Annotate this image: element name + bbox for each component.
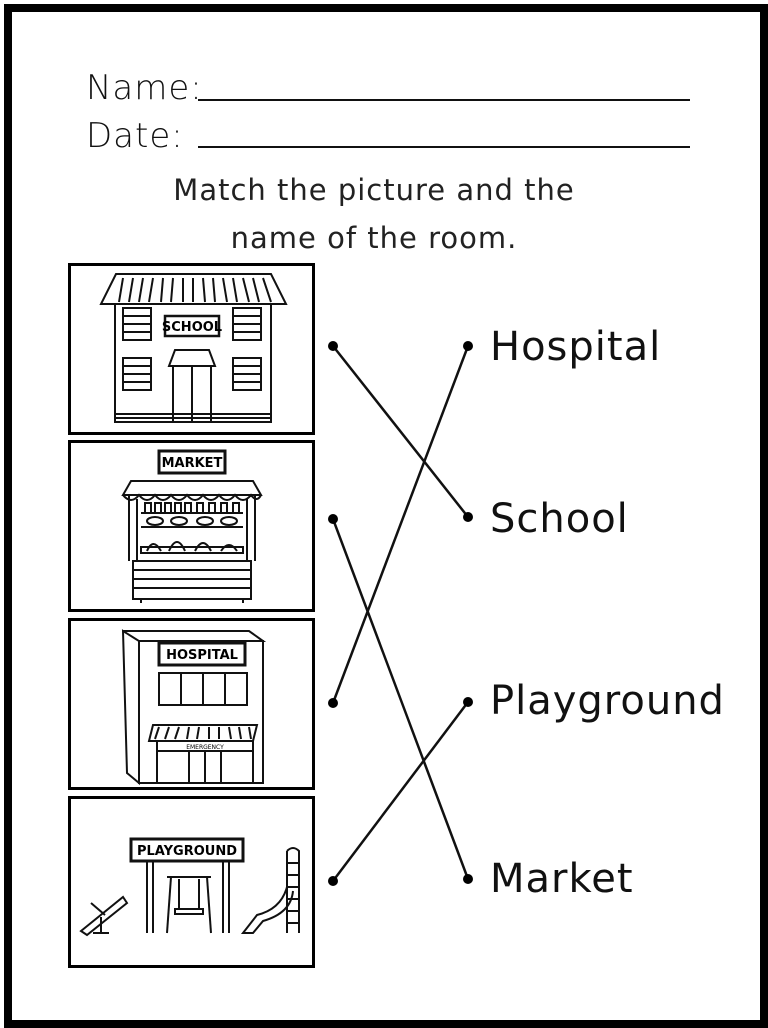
match-line-4	[332, 701, 469, 882]
date-label: Date:	[86, 116, 184, 156]
playground-sign-text: PLAYGROUND	[137, 844, 237, 859]
picture-market[interactable]: MARKET	[68, 440, 315, 612]
name-field-line[interactable]	[198, 99, 690, 101]
word-market: Market	[490, 856, 634, 902]
picture-dot-hospital[interactable]	[328, 698, 338, 708]
emergency-sign-text: EMERGENCY	[186, 744, 224, 751]
word-dot-playground[interactable]	[463, 697, 473, 707]
word-dot-hospital[interactable]	[463, 341, 473, 351]
school-building-icon: SCHOOL	[99, 273, 288, 423]
match-line-1	[332, 345, 469, 518]
school-sign-text: SCHOOL	[162, 320, 222, 335]
hospital-sign-text: HOSPITAL	[166, 648, 238, 663]
match-line-3	[331, 345, 470, 704]
picture-dot-market[interactable]	[328, 514, 338, 524]
market-sign-text: MARKET	[162, 456, 223, 471]
word-hospital: Hospital	[490, 324, 662, 370]
word-playground: Playground	[490, 678, 725, 724]
date-field-line[interactable]	[198, 146, 690, 148]
picture-hospital[interactable]: HOSPITAL EMERGENCY	[68, 618, 315, 790]
market-stall-icon: MARKET	[121, 449, 263, 603]
hospital-building-icon: HOSPITAL EMERGENCY	[121, 629, 267, 786]
instruction-line-1: Match the picture and the	[173, 173, 575, 207]
word-dot-school[interactable]	[463, 512, 473, 522]
picture-dot-playground[interactable]	[328, 876, 338, 886]
instruction-line-2: name of the room.	[230, 221, 518, 255]
picture-school[interactable]: SCHOOL	[68, 263, 315, 435]
name-label: Name:	[86, 68, 203, 108]
word-school: School	[490, 496, 629, 542]
playground-icon: PLAYGROUND	[79, 837, 300, 937]
match-line-2	[331, 518, 470, 880]
picture-dot-school[interactable]	[328, 341, 338, 351]
word-dot-market[interactable]	[463, 874, 473, 884]
picture-playground[interactable]: PLAYGROUND	[68, 796, 315, 968]
